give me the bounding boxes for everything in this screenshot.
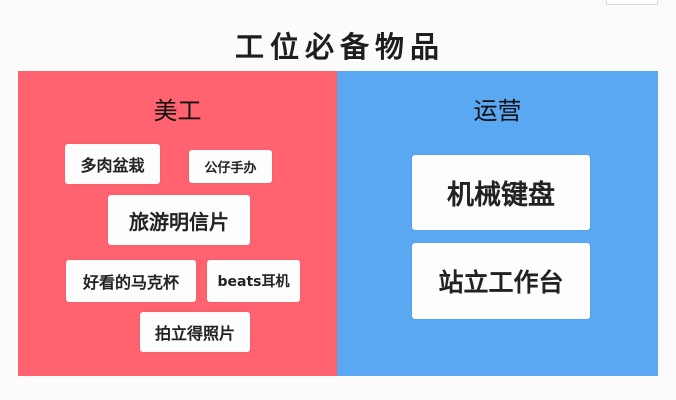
panel-heading-operations: 运营: [473, 97, 522, 125]
panel-designer: 美工 多肉盆栽 公仔手办 旅游明信片 好看的马克杯 beats耳机 拍立得照片: [18, 71, 337, 376]
page-title: 工位必备物品: [234, 30, 445, 64]
item-label: 好看的马克杯: [82, 273, 179, 292]
corner-frame: [606, 0, 658, 5]
item-card-mug: 好看的马克杯: [66, 260, 196, 302]
item-label: 站立工作台: [438, 268, 564, 297]
item-card-keyboard: 机械键盘: [412, 155, 590, 230]
item-card-figurine: 公仔手办: [189, 150, 272, 183]
item-card-headphones: beats耳机: [207, 260, 300, 302]
item-card-postcard: 旅游明信片: [108, 195, 250, 245]
item-card-succulent: 多肉盆栽: [65, 144, 160, 184]
item-label: 多肉盆栽: [80, 156, 145, 175]
item-label: beats耳机: [217, 274, 290, 290]
panel-operations: 运营 机械键盘 站立工作台: [337, 71, 658, 376]
item-card-standing-desk: 站立工作台: [412, 243, 590, 319]
item-label: 拍立得照片: [154, 324, 235, 343]
item-card-polaroid: 拍立得照片: [140, 312, 250, 352]
item-label: 机械键盘: [447, 180, 555, 211]
item-label: 旅游明信片: [129, 209, 229, 234]
panel-heading-designer: 美工: [153, 97, 202, 125]
item-label: 公仔手办: [204, 161, 257, 176]
